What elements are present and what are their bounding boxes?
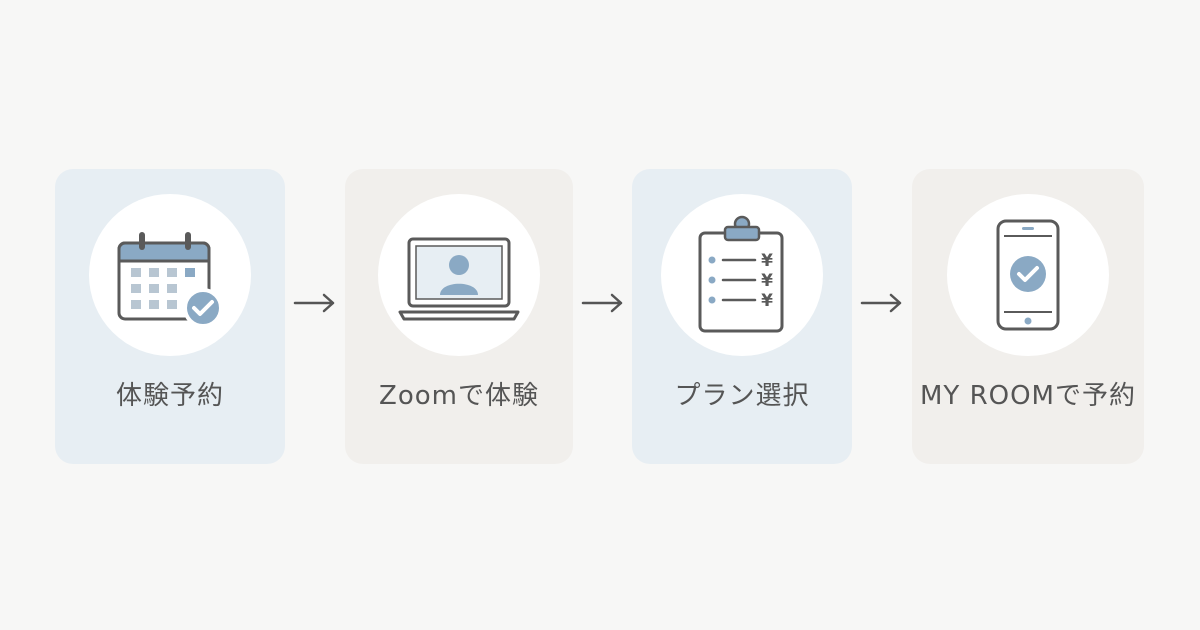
arrow-right-icon bbox=[581, 293, 625, 313]
step-icon-circle: ¥ ¥ ¥ bbox=[661, 194, 823, 356]
smartphone-check-icon bbox=[996, 219, 1060, 331]
clipboard-price-list-icon: ¥ ¥ ¥ bbox=[698, 215, 784, 333]
step-label: Zoomで体験 bbox=[379, 381, 539, 411]
step-icon-circle bbox=[947, 194, 1109, 356]
yen-symbol: ¥ bbox=[761, 271, 773, 291]
yen-symbol: ¥ bbox=[761, 251, 773, 271]
step-card-zoom-trial: Zoomで体験 bbox=[345, 169, 573, 464]
step-label: MY ROOMで予約 bbox=[919, 381, 1136, 411]
step-icon-circle bbox=[89, 194, 251, 356]
step-label: 体験予約 bbox=[115, 381, 224, 411]
yen-symbol: ¥ bbox=[761, 291, 773, 311]
step-card-myroom-reservation: MY ROOMで予約 bbox=[912, 169, 1144, 464]
step-icon-circle bbox=[378, 194, 540, 356]
arrow-right-icon bbox=[293, 293, 337, 313]
calendar-check-icon bbox=[117, 232, 223, 328]
laptop-video-icon bbox=[398, 237, 520, 321]
arrow-right-icon bbox=[860, 293, 904, 313]
step-card-plan-selection: ¥ ¥ ¥ プラン選択 bbox=[632, 169, 852, 464]
step-label: プラン選択 bbox=[674, 381, 810, 411]
step-card-reservation: 体験予約 bbox=[55, 169, 285, 464]
